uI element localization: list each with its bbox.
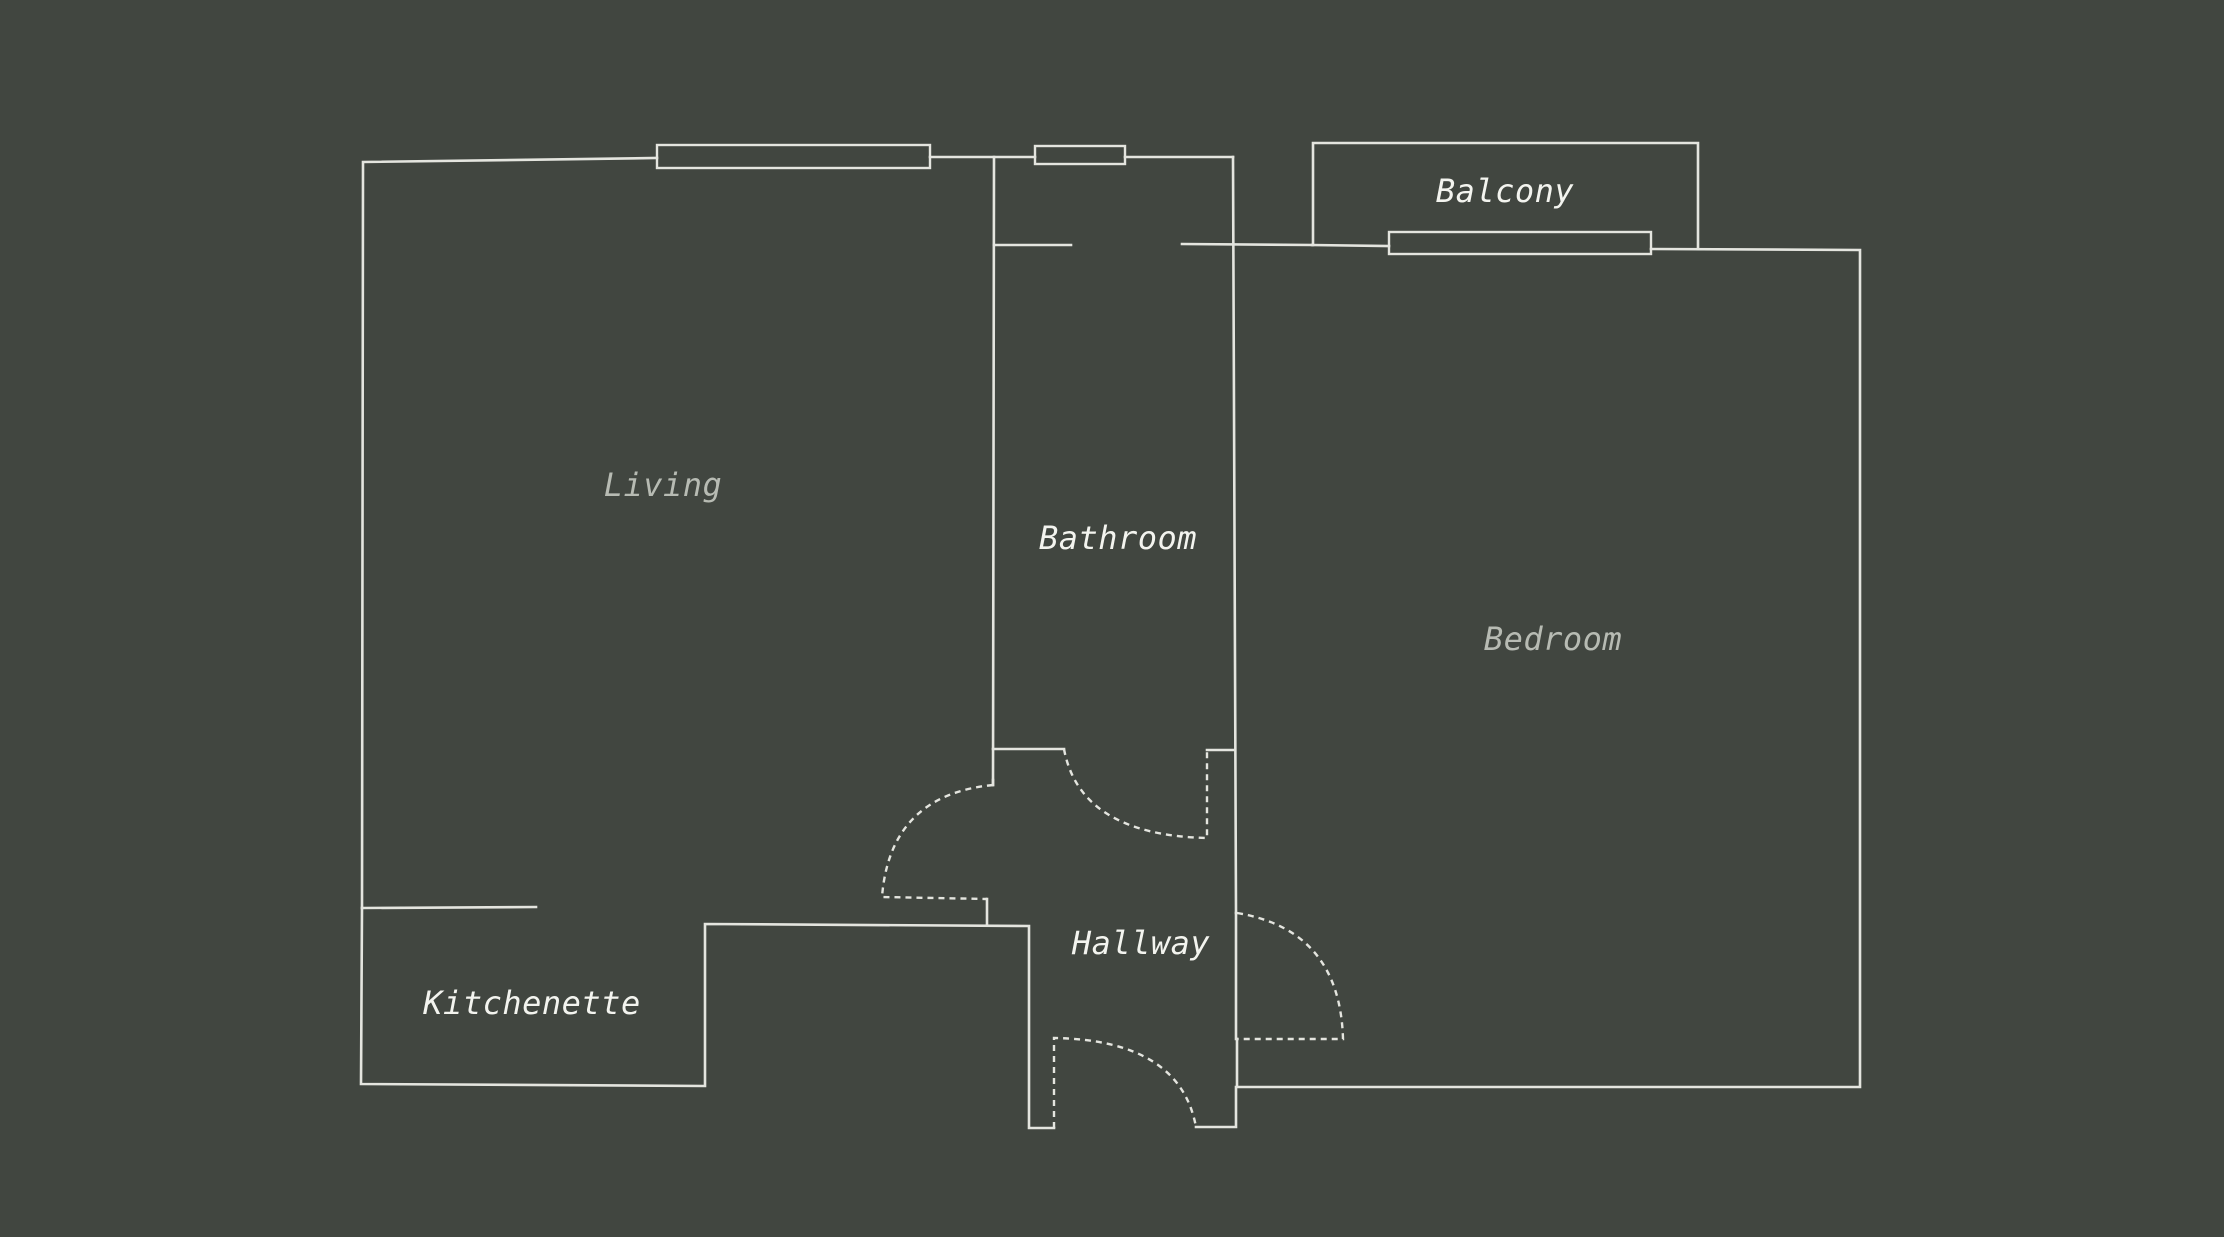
walls xyxy=(359,141,1862,1130)
living-bathroom-partition xyxy=(991,155,996,787)
bathroom-door xyxy=(1062,748,1209,840)
kitchenette-divider xyxy=(360,905,538,910)
living-window xyxy=(655,143,932,170)
bedroom-outer-wall xyxy=(1235,247,1862,1089)
entrance-door xyxy=(1052,1036,1198,1128)
bathroom-window xyxy=(1033,144,1127,166)
kitchenette-outer-wall xyxy=(359,906,1056,1130)
bedroom-top-wall-left xyxy=(1310,243,1391,248)
living-door xyxy=(880,783,994,901)
living-outer-wall xyxy=(360,156,659,910)
room-label-living: Living xyxy=(604,466,723,504)
room-label-kitchenette: Kitchenette xyxy=(422,984,640,1022)
windows xyxy=(655,143,1653,256)
balcony-walls xyxy=(1311,141,1700,251)
room-label-bedroom: Bedroom xyxy=(1484,620,1622,658)
room-label-balcony: Balcony xyxy=(1436,172,1575,210)
bathroom-bedroom-wall xyxy=(1231,155,1238,915)
balcony-window xyxy=(1387,230,1653,256)
room-label-hallway: Hallway xyxy=(1071,924,1211,962)
bedroom-door xyxy=(1236,911,1345,1041)
entrance-jamb-right xyxy=(1194,1085,1238,1129)
bathroom-inner-wall-right xyxy=(1180,242,1314,247)
doors xyxy=(880,748,1345,1128)
room-labels: Living Bathroom Bedroom Balcony Hallway … xyxy=(422,172,1622,1022)
room-label-bathroom: Bathroom xyxy=(1039,519,1197,557)
